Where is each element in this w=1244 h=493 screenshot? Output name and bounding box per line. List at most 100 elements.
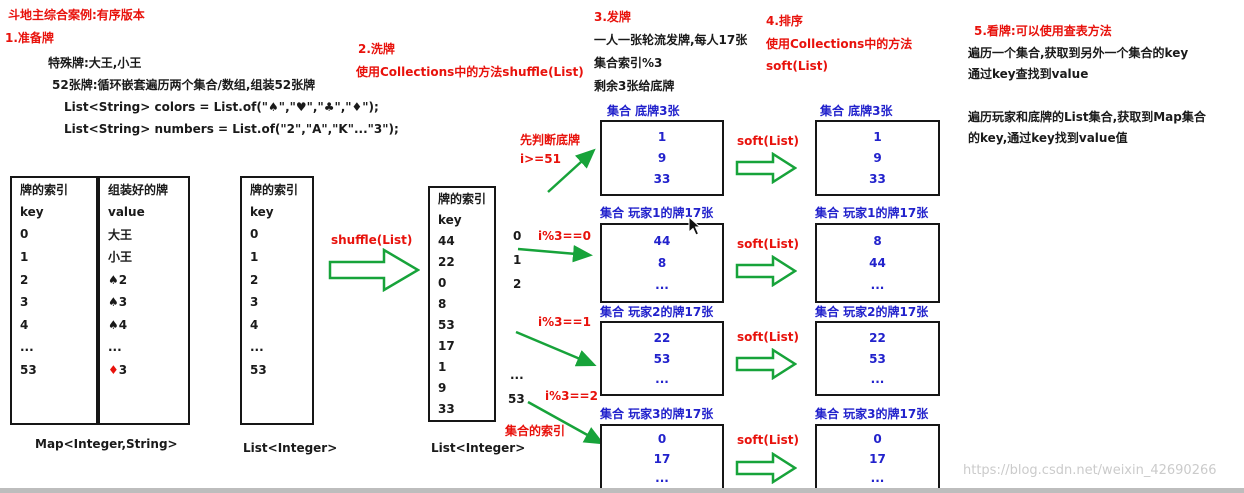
sort-block-arrow-icon [735,255,797,287]
sort-block-arrow-icon [735,452,797,484]
mod2-arrow-icon [527,400,605,445]
diamond-suit-icon: ♦ [108,362,119,377]
shuffled-row: 17 [438,339,455,354]
index-list-caption: List<Integer> [243,441,338,455]
card-value: 22 [653,330,671,345]
index-list-header: 牌的索引 [250,182,299,197]
card-value: 0 [873,432,882,447]
shuffled-header: 牌的索引 [438,192,487,207]
deal-box-player2: 22 53 ... [600,321,724,396]
card-value: 22 [869,330,886,345]
map-key-row: 0 [20,227,29,242]
card-value: 1 [657,130,667,144]
sorted-box-title-bottom-cards: 集合 底牌3张 [820,104,893,118]
map-value-row-last: ♦3 [100,359,188,382]
judge-condition-label: i>=51 [520,152,561,166]
step3-line2: 集合索引%3 [594,56,663,70]
card-value: 17 [869,451,886,466]
card-value: 9 [657,151,667,165]
step2-title: 2.洗牌 [358,42,395,56]
card-value: 0 [657,432,667,447]
map-key-row: ... [20,340,34,355]
shuffled-row: 9 [438,381,447,396]
main-title: 斗地主综合案例:有序版本 [8,8,145,22]
step5-line1: 遍历一个集合,获取到另外一个集合的key [968,46,1189,60]
card-value: ... [655,372,669,387]
shuffled-row: 53 [438,318,455,333]
index-list-row: 2 [250,272,259,287]
shuffled-row: 44 [438,233,455,248]
sort-label-1: soft(List) [737,134,799,148]
step5-line4: 的key,通过key找到value值 [968,131,1128,145]
sort-label-3: soft(List) [737,330,799,344]
step5-line2: 通过key查找到value [968,67,1089,81]
sort-label-4: soft(List) [737,433,799,447]
side-index: 1 [513,253,522,267]
side-index: 0 [513,229,522,243]
card-value: 33 [653,172,671,186]
judge-bottom-label: 先判断底牌 [520,133,581,147]
map-value-subheader: value [108,204,145,219]
deal-box-title-player1: 集合 玩家1的牌17张 [600,206,714,220]
shuffled-row: 22 [438,254,455,269]
step1-line2: 52张牌:循环嵌套遍历两个集合/数组,组装52张牌 [52,78,316,92]
sort-label-2: soft(List) [737,237,799,251]
index-list-row: ... [250,340,264,355]
sorted-box-player2: 22 53 ... [815,321,940,396]
card-value: ... [870,470,885,485]
step5-line3: 遍历玩家和底牌的List集合,获取到Map集合 [968,110,1206,124]
step2-line1: 使用Collections中的方法shuffle(List) [356,65,584,79]
deal-box-title-player3: 集合 玩家3的牌17张 [600,407,714,421]
step1-title: 1.准备牌 [5,31,54,45]
step5-title: 5.看牌:可以使用查表方法 [974,24,1112,38]
map-value-row: 小王 [108,250,133,265]
card-value: ... [870,372,885,387]
deal-box-bottom-cards: 1 9 33 [600,120,724,196]
mod1-label: i%3==1 [538,315,591,329]
index-list-subheader: key [250,204,274,219]
sort-block-arrow-icon [735,348,797,380]
map-key-row: 3 [20,295,29,310]
step4-line1: 使用Collections中的方法 [766,37,913,51]
sorted-box-bottom-cards: 1 9 33 [815,120,940,196]
deal-box-title-bottom-cards: 集合 底牌3张 [607,104,680,118]
card-value: 8 [657,256,667,270]
sorted-box-player3: 0 17 ... [815,424,940,493]
step1-line1: 特殊牌:大王,小王 [48,56,142,70]
card-value: 53 [653,351,671,366]
map-key-subheader: key [20,204,44,219]
step3-line3: 剩余3张给底牌 [594,79,675,93]
deal-box-title-player2: 集合 玩家2的牌17张 [600,305,714,319]
card-value: 44 [653,234,671,248]
index-list-row: 4 [250,317,259,332]
map-value-row: 大王 [108,227,133,242]
shuffled-row: 33 [438,402,455,417]
mouse-cursor-icon [688,216,702,236]
mod2-label: i%3==2 [545,389,598,403]
shuffled-row: 1 [438,360,447,375]
collection-index-note: 集合的索引 [505,424,566,438]
step3-title: 3.发牌 [594,10,631,24]
map-value-header: 组装好的牌 [108,182,169,197]
step3-line1: 一人一张轮流发牌,每人17张 [594,33,748,47]
card-value: ... [870,278,885,292]
card-value: 9 [873,151,882,165]
index-list-table: 牌的索引 key 0 1 2 3 4 ... 53 [240,176,314,425]
map-key-row: 1 [20,249,29,264]
index-list-row: 1 [250,249,259,264]
deal-box-player1: 44 8 ... [600,223,724,303]
shuffled-row: 0 [438,275,447,290]
step4-title: 4.排序 [766,14,803,28]
card-number: 3 [118,362,128,377]
shuffle-label: shuffle(List) [331,233,413,247]
step1-code-numbers: List<String> numbers = List.of("2","A","… [64,122,399,136]
mod0-label: i%3==0 [538,229,591,243]
map-value-column: 组装好的牌 value 大王 小王 ♠2 ♠3 ♠4 ... ♦3 [98,176,190,425]
map-value-row: ♠3 [108,295,128,310]
map-key-row: 4 [20,317,29,332]
map-value-row: ♠4 [108,317,128,332]
sort-block-arrow-icon [735,152,797,184]
mod1-arrow-icon [515,330,597,367]
shuffled-row: 8 [438,297,447,312]
